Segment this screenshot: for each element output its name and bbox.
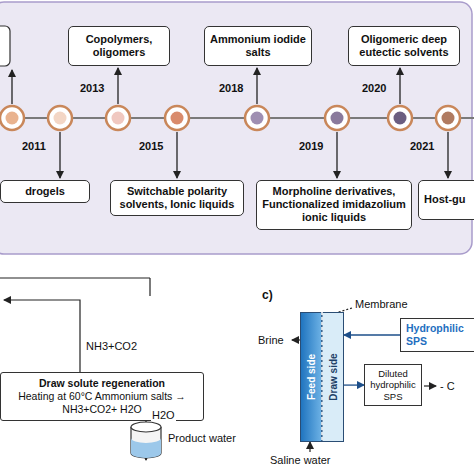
timeline-box: drogels (0, 180, 90, 203)
timeline-drops (0, 106, 460, 130)
box-label: Copolymers, oligomers (74, 33, 164, 59)
panel-letter: c) (262, 288, 273, 302)
side-label: Draw side (328, 353, 339, 400)
box-label: Ammonium iodide salts (210, 33, 306, 59)
product-tank: Product water (128, 420, 238, 460)
year-label: 2020 (362, 82, 386, 94)
box-label: Oligomeric deep eutectic solvents (354, 33, 454, 59)
year-label: 2013 (80, 82, 104, 94)
box-label: Morpholine derivatives, Functionalized i… (262, 185, 406, 225)
timeline-arrows (12, 68, 448, 178)
box-label: Hydrophilic SPS (406, 322, 474, 347)
year-label: 2021 (410, 140, 434, 152)
year-label: 2015 (139, 140, 163, 152)
part-label: Membrane (355, 298, 408, 310)
year-label: 2018 (219, 82, 243, 94)
partial-box (0, 26, 10, 66)
chemical-label: NH3+CO2 (86, 340, 137, 352)
edge-label: H2O (151, 409, 176, 421)
tank-icon (128, 420, 164, 460)
box-label: Switchable polarity solvents, Ionic liqu… (116, 185, 238, 211)
connector (344, 334, 400, 335)
tank-label: Product water (168, 432, 238, 444)
timeline-box: Copolymers, oligomers (68, 26, 170, 66)
membrane-module: Feed side Draw side (300, 312, 344, 442)
timeline-box: Oligomeric deep eutectic solvents (348, 26, 460, 66)
box-label: Host-gu (424, 193, 474, 206)
solute-box: Hydrophilic SPS (400, 318, 474, 352)
flow-label: Brine (258, 334, 284, 346)
timeline-box: Morpholine derivatives, Functionalized i… (256, 180, 412, 230)
timeline-box: Switchable polarity solvents, Ionic liqu… (110, 180, 244, 216)
year-label: 2011 (22, 140, 46, 152)
timeline-panel (0, 2, 472, 254)
timeline-box: Host-gu (418, 180, 474, 220)
box-label: drogels (6, 185, 84, 198)
regeneration-lines (0, 278, 150, 372)
flow-label: Saline water (270, 454, 331, 466)
solute-box: Diluted hydrophilic SPS (364, 364, 422, 406)
side-label: Feed side (306, 354, 317, 400)
box-heading: Draw solute regeneration (7, 377, 197, 390)
timeline-box: Ammonium iodide salts (204, 26, 312, 66)
year-label: 2019 (299, 140, 323, 152)
connector (344, 384, 364, 385)
flow-label: - C (440, 380, 455, 392)
box-label: Diluted hydrophilic SPS (368, 368, 418, 402)
